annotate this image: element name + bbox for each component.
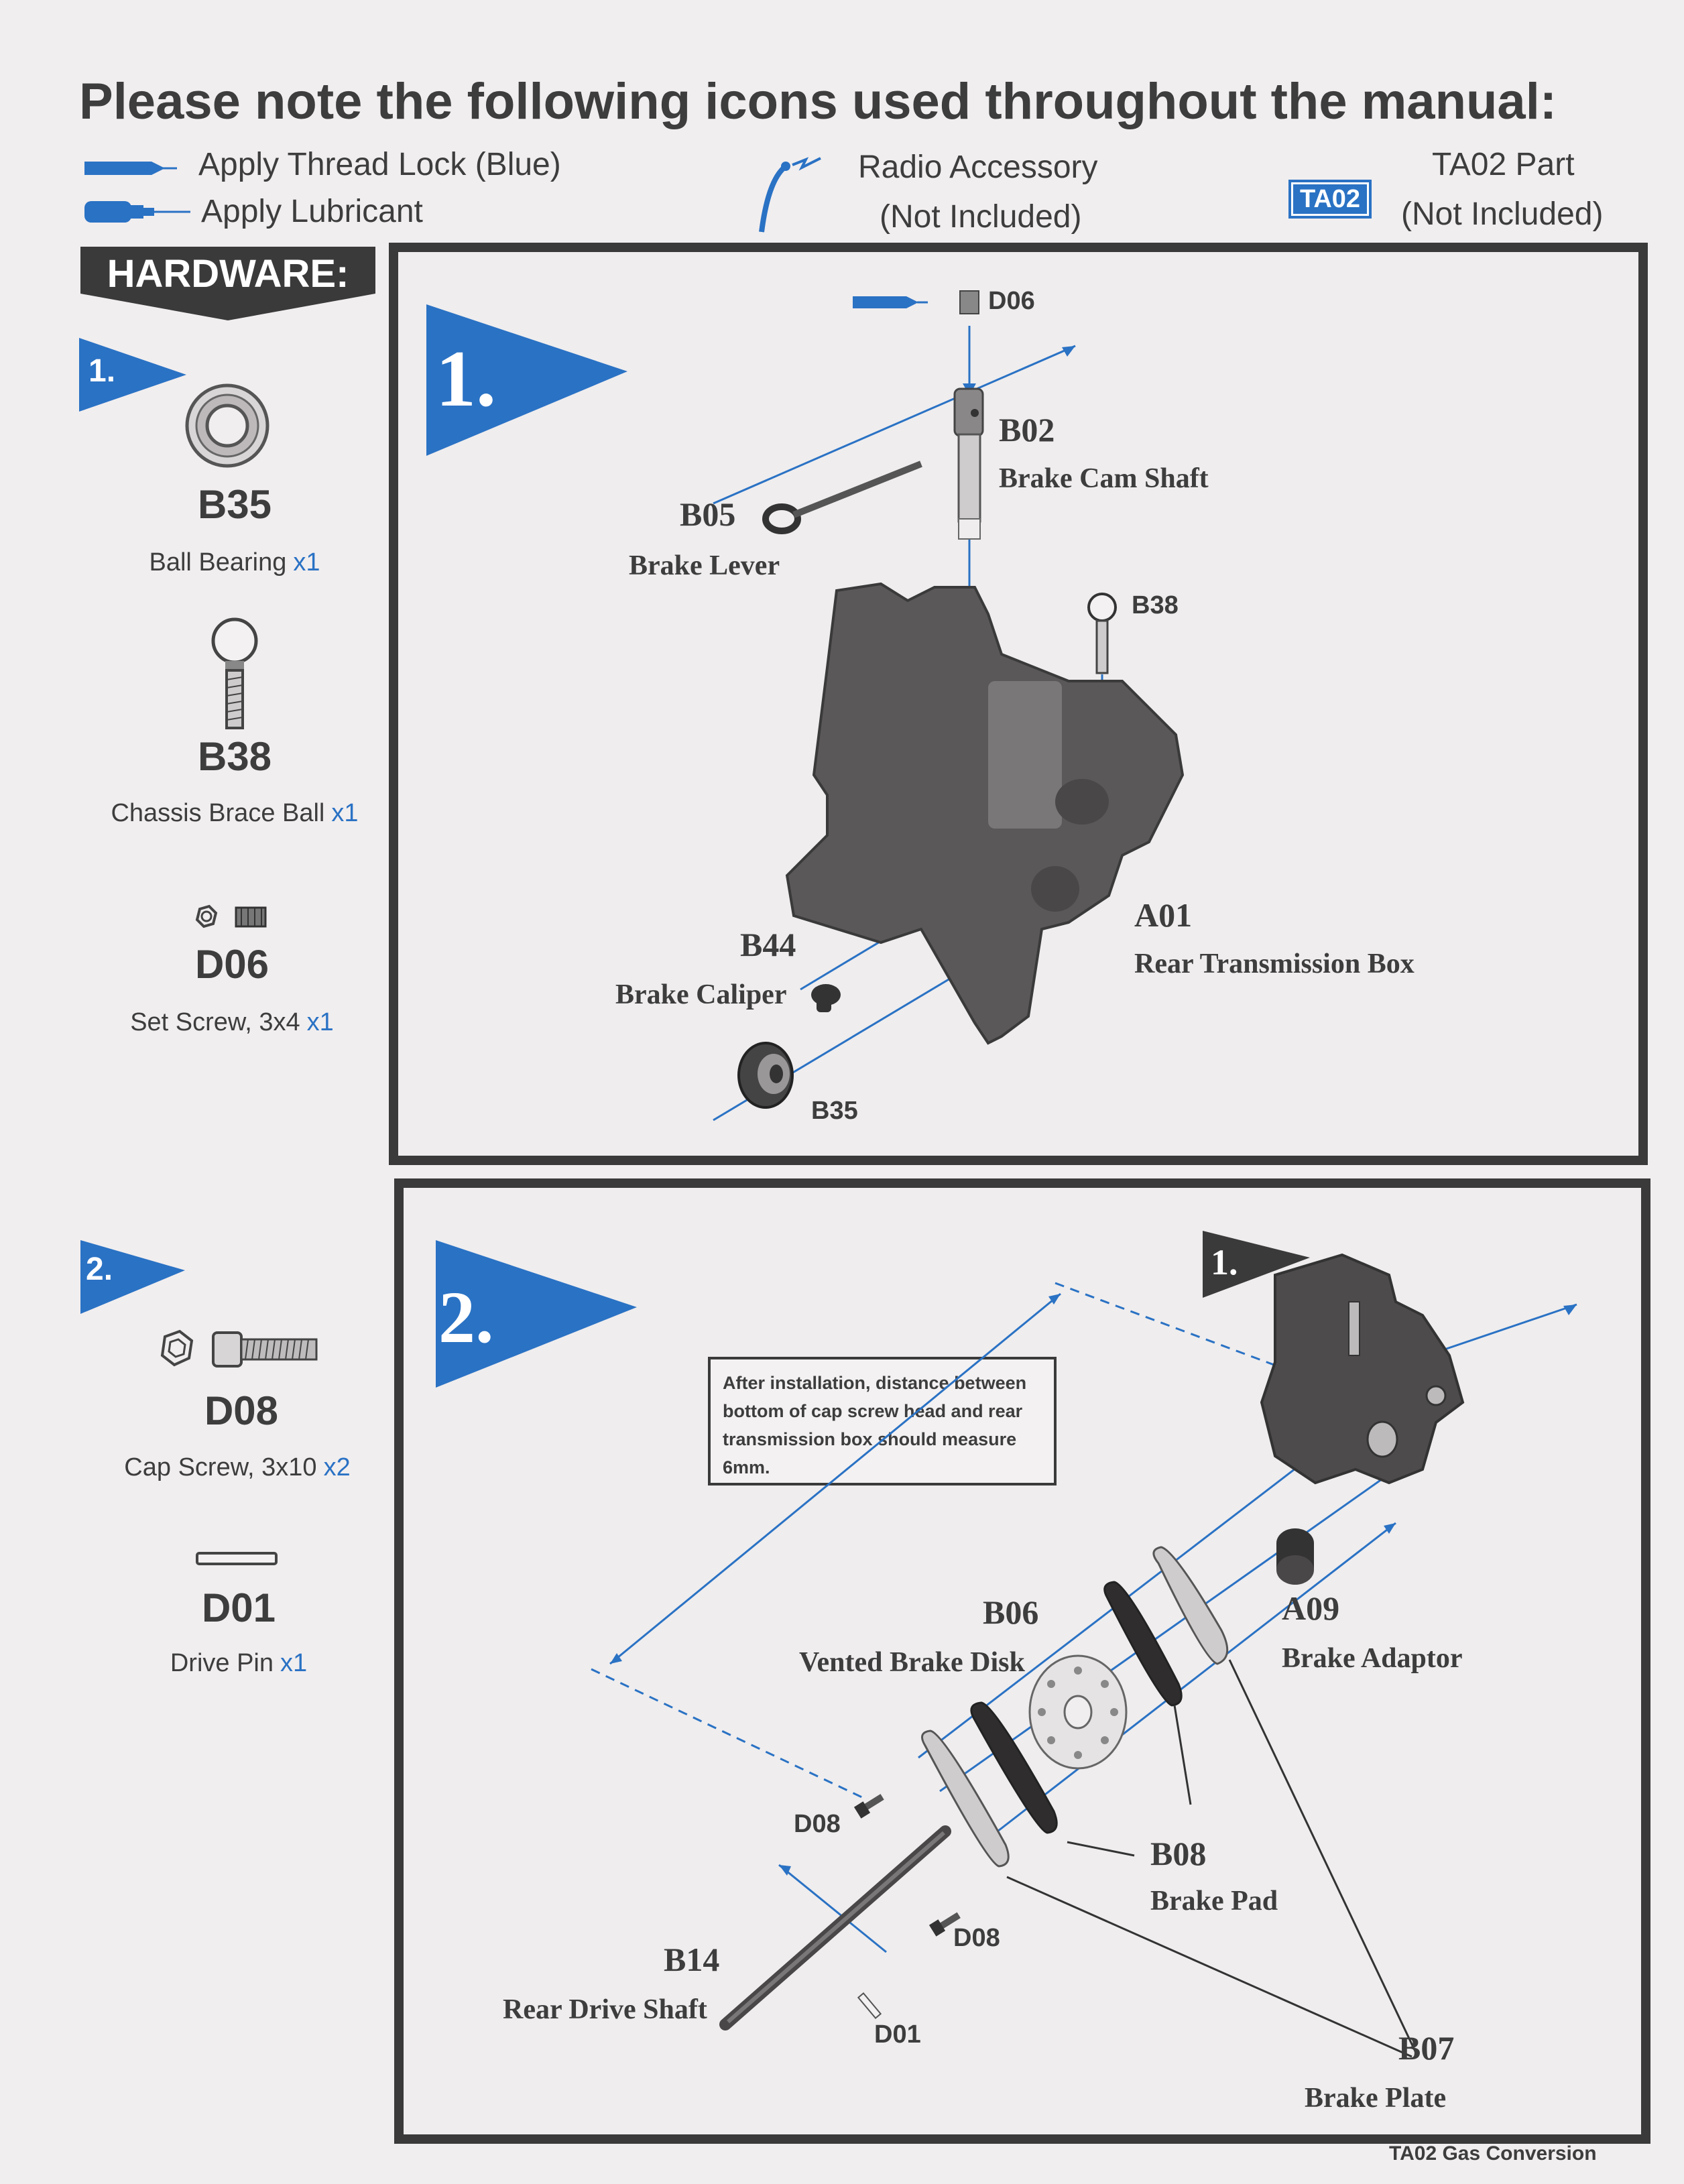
hardware-step1-flag: 1. (79, 338, 186, 412)
step1-label-a01-code: A01 (1134, 896, 1193, 934)
hw-code-d06: D06 (194, 942, 269, 987)
hardware-step2-flag: 2. (80, 1240, 185, 1314)
step2-ref-flag: 1. (1203, 1231, 1310, 1298)
radio-accessory-icon (754, 153, 841, 233)
legend-ta02-line1: TA02 Part (1432, 147, 1575, 182)
legend-ta02-line2: (Not Included) (1401, 196, 1604, 232)
step2-flag: 2. (436, 1240, 637, 1388)
hw-name: Drive Pin (170, 1649, 274, 1677)
step2-ref-number: 1. (1211, 1242, 1238, 1282)
hardware-step2-number: 2. (86, 1252, 113, 1287)
step1-b35-bearing (737, 1042, 794, 1109)
step1-flag: 1. (426, 304, 627, 456)
step2-label-d08-a: D08 (794, 1810, 841, 1838)
step2-label-a09-code: A09 (1282, 1589, 1340, 1627)
hw-code-d08: D08 (204, 1388, 279, 1433)
step2-b07-plate-rear (1152, 1546, 1229, 1665)
hw-qty: x2 (323, 1453, 351, 1481)
hw-name: Set Screw, 3x4 (130, 1008, 300, 1036)
step1-b38-ball (1087, 593, 1117, 674)
hw-code-d01: D01 (201, 1585, 276, 1630)
step2-number: 2. (438, 1276, 494, 1358)
cap-screw-icon (154, 1327, 320, 1372)
step2-label-b14-code: B14 (664, 1941, 720, 1978)
step1-b02-cam-shaft (953, 387, 984, 540)
step2-b08-pad-front (970, 1701, 1058, 1834)
step2-panel (394, 1178, 1650, 2144)
legend-radio-line1: Radio Accessory (858, 149, 1098, 185)
step1-thread-lock-icon (853, 296, 928, 308)
ta02-badge-icon: TA02 (1288, 180, 1372, 219)
hw-code-b38: B38 (197, 734, 272, 779)
hw-name: Cap Screw, 3x10 (124, 1453, 317, 1481)
hw-qty: x1 (331, 799, 359, 827)
step2-b07-plate-front (921, 1730, 1010, 1868)
chassis-brace-ball-icon (208, 617, 261, 731)
step1-number: 1. (436, 334, 496, 423)
step1-label-b35: B35 (811, 1097, 858, 1125)
step2-label-b07-name: Brake Plate (1305, 2083, 1447, 2114)
step1-label-b05-code: B05 (680, 495, 736, 533)
step2-b06-vented-disk (1028, 1654, 1128, 1770)
step2-label-b08-name: Brake Pad (1150, 1886, 1278, 1917)
thread-lock-icon (83, 158, 177, 178)
step1-label-d06: D06 (988, 287, 1035, 315)
step2-label-d08-b: D08 (953, 1924, 1000, 1952)
step2-b14-drive-shaft (719, 1825, 951, 2030)
set-screw-icon (193, 904, 268, 930)
step2-label-b06-code: B06 (983, 1593, 1039, 1631)
step1-b05-brake-lever (762, 461, 922, 534)
hardware-step1-number: 1. (88, 353, 116, 389)
legend-radio-line2: (Not Included) (880, 199, 1082, 235)
step1-a01-transmission-box (785, 582, 1185, 1045)
step2-note: After installation, distance between bot… (708, 1357, 1057, 1485)
step2-label-b08-code: B08 (1150, 1835, 1207, 1872)
hw-code-b35: B35 (197, 482, 272, 527)
step2-label-b07-code: B07 (1398, 2029, 1455, 2067)
hardware-heading: HARDWARE: (107, 252, 349, 296)
page-footer: TA02 Gas Conversion (1389, 2142, 1597, 2165)
step1-label-b38: B38 (1132, 591, 1179, 619)
step2-diagram (591, 1253, 1577, 2058)
step1-label-b05-name: Brake Lever (629, 550, 780, 581)
step1-d06-part (959, 290, 979, 314)
hw-qty: x1 (293, 548, 320, 577)
step2-d08-screw-a (853, 1794, 884, 1819)
legend-thread-lock: Apply Thread Lock (Blue) (198, 147, 561, 182)
step2-d01-pin (857, 1992, 882, 2019)
drive-pin-icon (196, 1551, 278, 1566)
ball-bearing-icon (184, 382, 271, 469)
hw-qty: x1 (280, 1649, 308, 1677)
step1-diagram (713, 290, 1185, 1121)
step1-label-b02-code: B02 (999, 411, 1055, 448)
legend-lubricant: Apply Lubricant (201, 194, 423, 229)
lubricant-icon (83, 198, 190, 225)
step1-label-b02-name: Brake Cam Shaft (999, 463, 1209, 494)
step2-assembled-box (1260, 1253, 1465, 1485)
step2-b08-pad-rear (1103, 1581, 1183, 1707)
step2-label-a09-name: Brake Adaptor (1282, 1643, 1463, 1674)
step2-d08-screw-b (928, 1912, 961, 1937)
step1-label-b44-name: Brake Caliper (615, 979, 787, 1010)
step2-label-b06-name: Vented Brake Disk (799, 1647, 1025, 1678)
step2-label-d01: D01 (874, 2020, 921, 2049)
hw-name: Ball Bearing (149, 548, 287, 577)
hw-name: Chassis Brace Ball (111, 799, 325, 827)
hardware-banner: HARDWARE: (80, 247, 375, 320)
step2-label-b14-name: Rear Drive Shaft (503, 1994, 707, 2025)
hw-qty: x1 (306, 1008, 334, 1036)
step1-label-b44-code: B44 (740, 926, 796, 963)
page-title: Please note the following icons used thr… (79, 73, 1557, 130)
step2-a09-adaptor (1276, 1528, 1314, 1585)
step1-b44-brake-caliper (811, 984, 841, 1012)
step1-label-a01-name: Rear Transmission Box (1134, 949, 1415, 979)
